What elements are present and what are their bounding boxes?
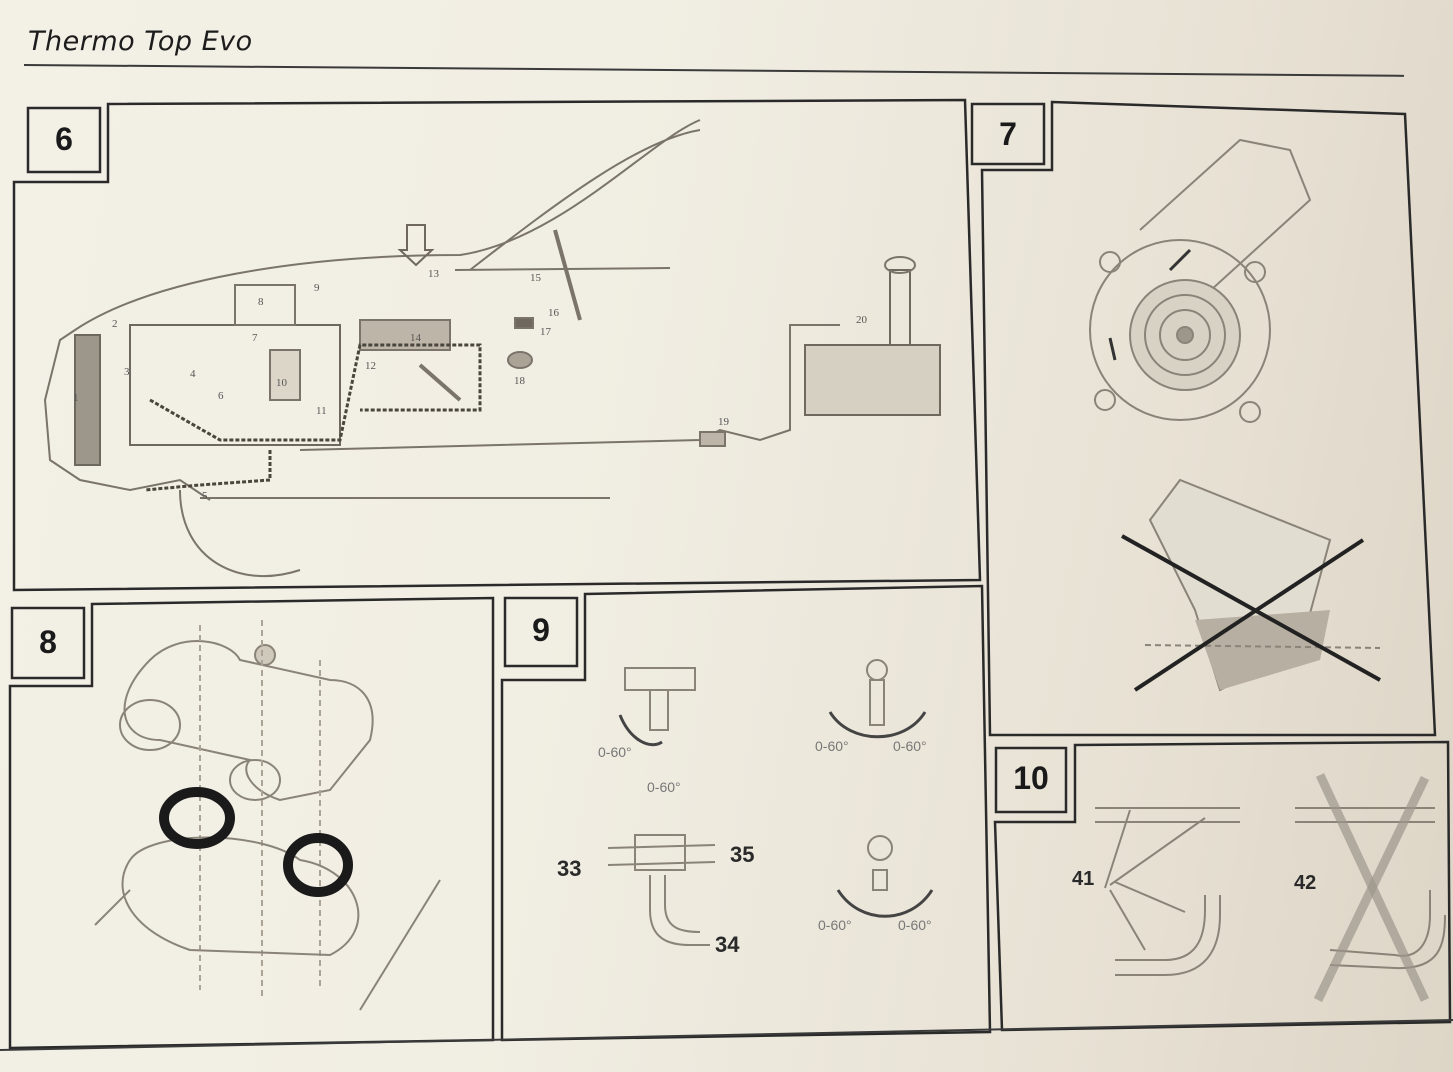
label-41: 41 bbox=[1072, 868, 1095, 890]
callout: 9 bbox=[314, 282, 320, 294]
figure-number-7: 7 bbox=[999, 115, 1017, 152]
panel-8-label-box bbox=[10, 606, 86, 680]
callout: 7 bbox=[252, 332, 258, 344]
panel-7-frame bbox=[980, 100, 1437, 737]
callout: 4 bbox=[190, 368, 196, 380]
label-42: 42 bbox=[1294, 872, 1317, 894]
callout: 1 bbox=[73, 392, 79, 404]
angle-label: 0-60° bbox=[893, 738, 927, 754]
figure-number-6: 6 bbox=[55, 120, 73, 157]
callout: 17 bbox=[540, 326, 551, 338]
connector-exploded-diagram bbox=[94, 620, 441, 1011]
label-34: 34 bbox=[715, 932, 740, 957]
panel-10-label-box bbox=[994, 746, 1068, 814]
callout: 20 bbox=[856, 314, 867, 326]
callout: 3 bbox=[124, 366, 130, 378]
angle-label: 0-60° bbox=[818, 917, 852, 933]
callout: 10 bbox=[276, 377, 287, 389]
figure-number-9: 9 bbox=[532, 611, 550, 648]
angle-label: 0-60° bbox=[647, 779, 681, 795]
callout: 14 bbox=[410, 332, 421, 344]
callout: 5 bbox=[202, 490, 208, 502]
o-rings bbox=[159, 787, 353, 897]
pump-diagram bbox=[1089, 138, 1381, 692]
figure-number-8: 8 bbox=[39, 623, 57, 660]
callout: 11 bbox=[316, 405, 327, 417]
figure-number-10: 10 bbox=[1013, 759, 1049, 796]
angle-label: 0-60° bbox=[898, 917, 932, 933]
label-33: 33 bbox=[557, 856, 582, 881]
callout: 8 bbox=[258, 296, 264, 308]
callout: 19 bbox=[718, 416, 729, 428]
callout: 16 bbox=[548, 307, 559, 319]
panel-6-frame bbox=[12, 98, 982, 592]
t-piece-diagrams bbox=[607, 659, 934, 946]
vehicle-installation-diagram bbox=[43, 119, 941, 578]
callout: 18 bbox=[514, 375, 525, 387]
panel-8-frame bbox=[8, 596, 495, 1050]
label-35: 35 bbox=[730, 842, 755, 867]
callout: 12 bbox=[365, 360, 376, 372]
panel-6-label-box bbox=[26, 106, 102, 174]
panel-9-label-box bbox=[503, 596, 579, 668]
angle-label: 0-60° bbox=[598, 744, 632, 760]
hose-connection-diagrams bbox=[1095, 807, 1446, 976]
callout: 15 bbox=[530, 272, 541, 284]
callout: 2 bbox=[112, 318, 118, 330]
incorrect-orientation-cross bbox=[1121, 534, 1381, 692]
page-title: Thermo Top Evo bbox=[28, 26, 253, 57]
callout: 13 bbox=[428, 268, 439, 280]
angle-label: 0-60° bbox=[815, 738, 849, 754]
page-bottom-edge bbox=[0, 1019, 1453, 1051]
incorrect-connection-cross bbox=[1313, 773, 1430, 1002]
panel-7-label-box bbox=[970, 102, 1046, 166]
callout: 6 bbox=[218, 390, 224, 402]
